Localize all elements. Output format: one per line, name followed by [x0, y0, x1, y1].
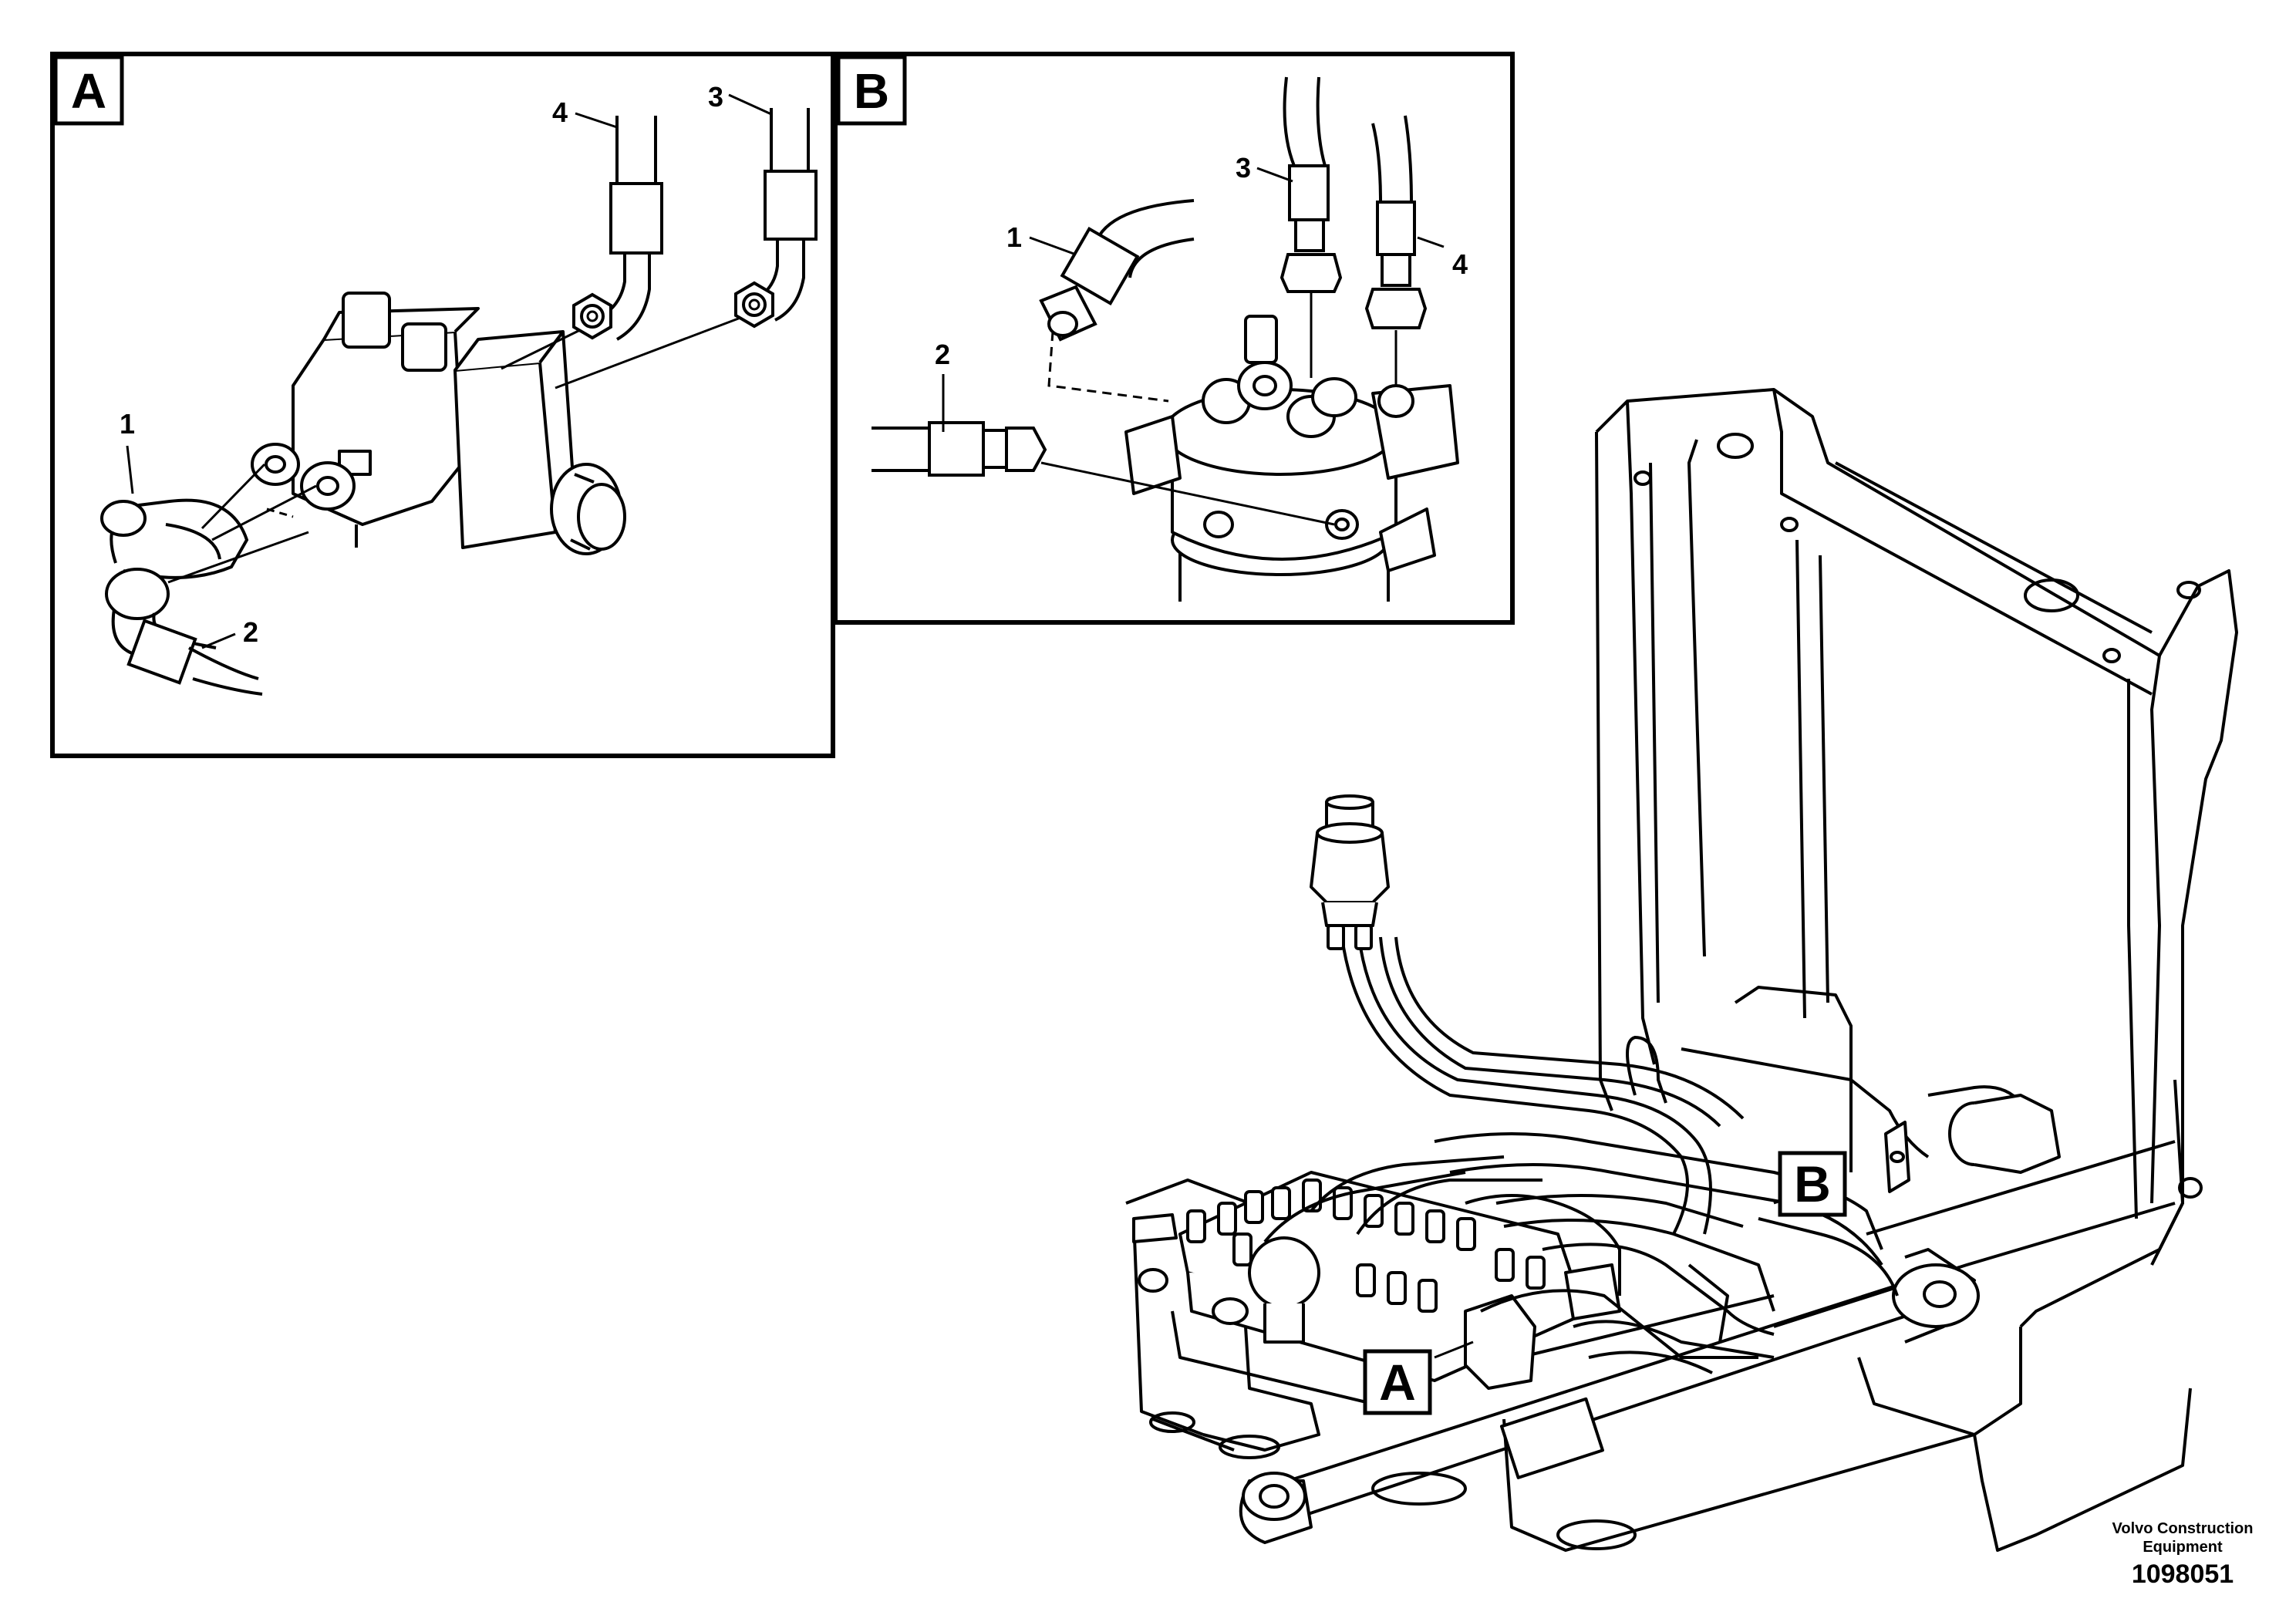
panel-b-label: B — [854, 63, 889, 119]
brand-line-2: Equipment — [2143, 1539, 2223, 1556]
lift-cylinder — [1239, 1248, 1980, 1544]
control-valve-bank — [1132, 1171, 1621, 1390]
callout-2-a: 2 — [243, 616, 258, 648]
callout-4-b: 4 — [1452, 248, 1468, 280]
hose-1-b — [1039, 199, 1195, 342]
callout-4-a: 4 — [552, 96, 568, 128]
leader-lines-a — [126, 93, 772, 649]
hose-3-a — [734, 108, 818, 328]
hose-bundle — [1263, 936, 2022, 1374]
valve-block-a — [251, 292, 626, 555]
marker-b-label: B — [1794, 1155, 1831, 1212]
main-assembly-view — [1125, 388, 2238, 1552]
marker-b: B — [1773, 1151, 1847, 1217]
brand-line-1: Volvo Construction — [2112, 1520, 2254, 1537]
callout-3-a: 3 — [708, 81, 723, 113]
callout-1-b: 1 — [1006, 221, 1022, 253]
side-pump — [1884, 1094, 2061, 1193]
hose-4-a — [572, 116, 663, 341]
hose-3-b — [1279, 76, 1343, 293]
hose-4-b — [1364, 115, 1428, 329]
panel-b: B — [833, 52, 1515, 625]
figure-number: 1098051 — [2131, 1560, 2234, 1589]
brand-caption: Volvo Construction Equipment — [2082, 1519, 2283, 1556]
hose-2-b — [872, 421, 1047, 477]
panel-a-label: A — [71, 63, 106, 119]
marker-a: A — [1363, 1340, 1474, 1415]
marker-a-label: A — [1379, 1354, 1416, 1411]
filter-head-b — [1124, 315, 1459, 602]
hose-2-a — [105, 568, 263, 696]
filter-unit-main — [1310, 794, 1390, 950]
callout-1-a: 1 — [120, 408, 135, 440]
leader-lines-b — [942, 167, 1445, 526]
callout-2-b: 2 — [935, 339, 950, 370]
panel-a: A — [50, 52, 835, 758]
callout-3-b: 3 — [1236, 152, 1251, 184]
cab-frame — [1371, 388, 2238, 1552]
